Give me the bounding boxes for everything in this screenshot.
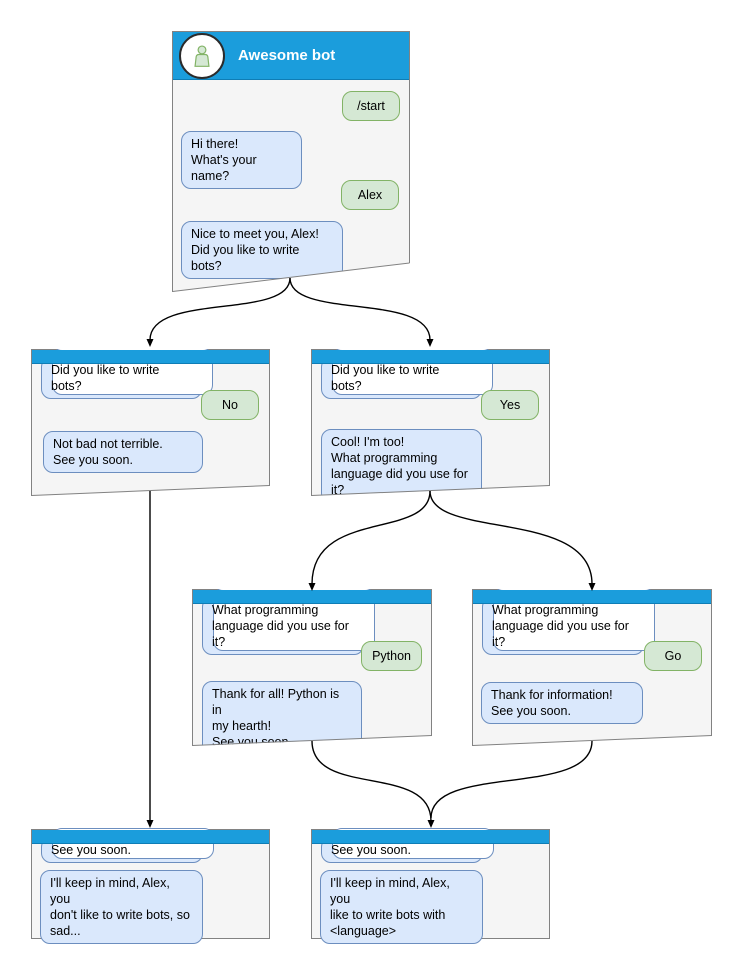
bot-message: Thank for information! See you soon. xyxy=(481,682,643,724)
bot-message: I'll keep in mind, Alex, you like to wri… xyxy=(320,870,483,944)
titlebar xyxy=(32,350,269,364)
titlebar xyxy=(193,590,431,604)
user-message: Python xyxy=(361,641,422,671)
bot-message: Cool! I'm too! What programming language… xyxy=(321,429,482,503)
bot-message: Not bad not terrible. See you soon. xyxy=(43,431,203,473)
titlebar xyxy=(312,830,549,844)
bot-message: I'll keep in mind, Alex, you don't like … xyxy=(40,870,203,944)
bot-message: Hi there! What's your name? xyxy=(181,131,302,189)
bot-message: Thank for all! Python is in my hearth! S… xyxy=(202,681,362,755)
titlebar xyxy=(32,830,269,844)
user-message: No xyxy=(201,390,259,420)
user-message: Yes xyxy=(481,390,539,420)
chat-window-go-branch: What programming language did you use fo… xyxy=(472,589,712,746)
bot-message: What programming language did you use fo… xyxy=(482,597,644,655)
chat-window-end-no: See you soon. I'll keep in mind, Alex, y… xyxy=(31,828,270,944)
titlebar xyxy=(312,350,549,364)
user-message: /start xyxy=(342,91,400,121)
bot-message: What programming language did you use fo… xyxy=(202,597,364,655)
chat-window-yes-branch: Did you like to write bots? Yes Cool! I'… xyxy=(311,349,550,496)
chat-window-python-branch: What programming language did you use fo… xyxy=(192,589,432,746)
person-icon xyxy=(189,43,215,69)
user-message: Go xyxy=(644,641,702,671)
titlebar: Awesome bot xyxy=(173,32,409,80)
window-title: Awesome bot xyxy=(238,47,336,64)
bot-message: Nice to meet you, Alex! Did you like to … xyxy=(181,221,343,279)
user-message: Alex xyxy=(341,180,399,210)
avatar xyxy=(179,33,225,79)
chat-window-end-yes: See you soon. I'll keep in mind, Alex, y… xyxy=(311,828,550,944)
chat-window-no-branch: Did you like to write bots? No Not bad n… xyxy=(31,349,270,496)
titlebar xyxy=(473,590,711,604)
chat-window-main: Awesome bot /start Hi there! What's your… xyxy=(172,31,410,292)
